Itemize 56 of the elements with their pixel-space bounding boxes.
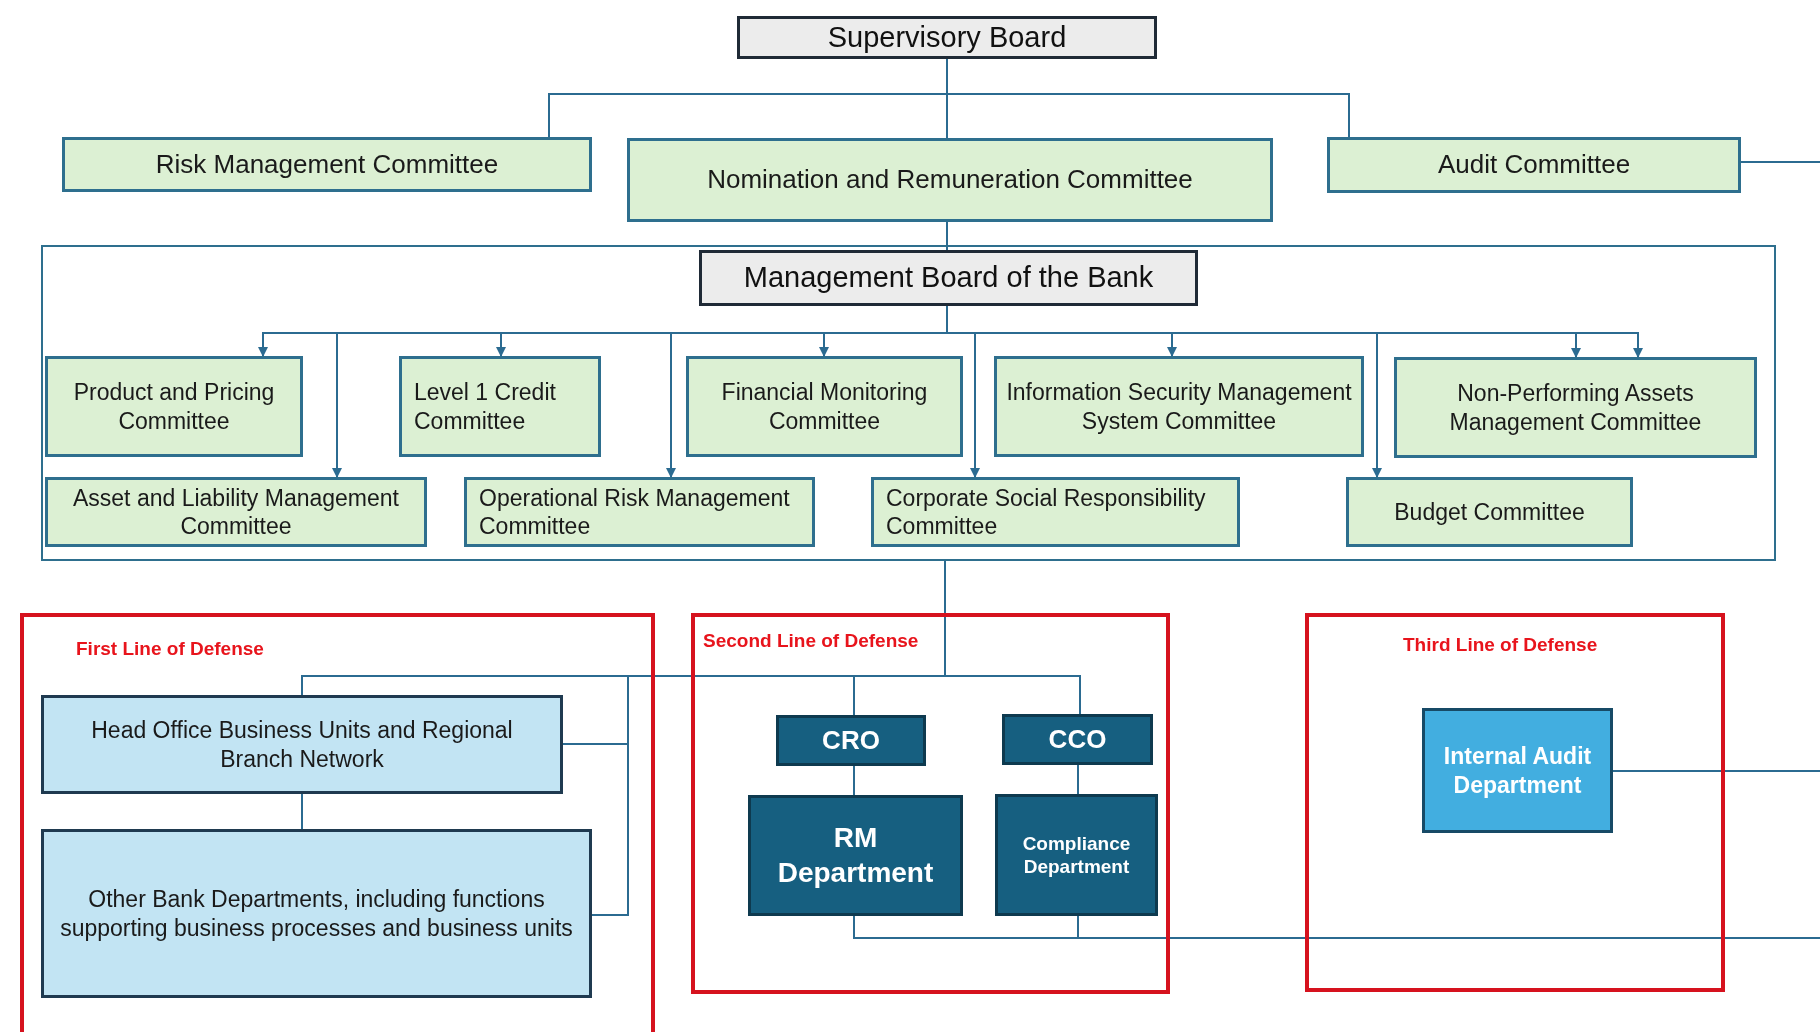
box-label: Compliance Department [1021, 831, 1132, 879]
committee-box [45, 477, 427, 547]
box-label: Level 1 Credit Committee [414, 378, 557, 435]
box-label: Head Office Business Units and Regional Branch Network [90, 716, 514, 773]
connector-line [944, 560, 1081, 715]
box-label: Information Security Management System Committee [1005, 378, 1353, 435]
committee-box [399, 356, 601, 457]
committee-box [994, 356, 1364, 457]
box-label: Supervisory Board [827, 19, 1067, 55]
box-label: Risk Management Committee [155, 148, 499, 181]
box-label: Financial Monitoring Committee [720, 378, 929, 435]
section-heading: First Line of Defense [76, 637, 264, 661]
box-label: Audit Committee [1437, 149, 1631, 181]
box-label: Budget Committee [1394, 497, 1585, 526]
box-label: Operational Risk Management Committee [479, 483, 791, 541]
committee-box [686, 356, 963, 457]
box-label: Nomination and Remuneration Committee [707, 164, 1193, 196]
committee-box [1346, 477, 1633, 547]
committee-box [1327, 137, 1741, 193]
committee-box [464, 477, 815, 547]
org-box [776, 715, 926, 766]
committee-box [871, 477, 1240, 547]
box-label: Internal Audit Department [1442, 742, 1593, 799]
connector-line [853, 765, 855, 796]
connector-line [1612, 770, 1820, 772]
defense-line-frame [1305, 613, 1725, 992]
box-label: Non-Performing Assets Management Committee [1448, 379, 1703, 436]
org-box [699, 250, 1198, 306]
box-label: Management Board of the Bank [743, 260, 1154, 296]
committee-box [62, 137, 592, 192]
box-label: RM Department [776, 821, 935, 890]
defense-line-frame [20, 613, 655, 1032]
connector-line [946, 221, 948, 251]
org-box [1422, 708, 1613, 833]
box-label: CCO [1048, 723, 1107, 756]
section-heading: Third Line of Defense [1403, 633, 1598, 657]
committee-box [627, 138, 1273, 222]
org-box [1002, 714, 1153, 765]
box-label: Asset and Liability Management Committee [72, 483, 400, 541]
org-box [737, 16, 1157, 59]
frame-box [41, 245, 1776, 561]
org-box [748, 795, 963, 916]
org-box [41, 695, 563, 794]
connector-line [1077, 764, 1079, 795]
box-label: Other Bank Departments, including functions supporting business processes and business units [59, 885, 574, 942]
section-heading: Second Line of Defense [703, 629, 919, 653]
box-label: Corporate Social Responsibility Committee [886, 483, 1207, 541]
box-label: CRO [822, 724, 880, 757]
defense-line-frame [691, 613, 1170, 994]
org-box [41, 829, 592, 998]
connector-line [301, 793, 303, 830]
connector-line [1740, 161, 1820, 163]
committee-box [1394, 357, 1757, 458]
org-box [995, 794, 1158, 916]
box-label: Product and Pricing Committee [72, 378, 276, 435]
committee-box [45, 356, 303, 457]
